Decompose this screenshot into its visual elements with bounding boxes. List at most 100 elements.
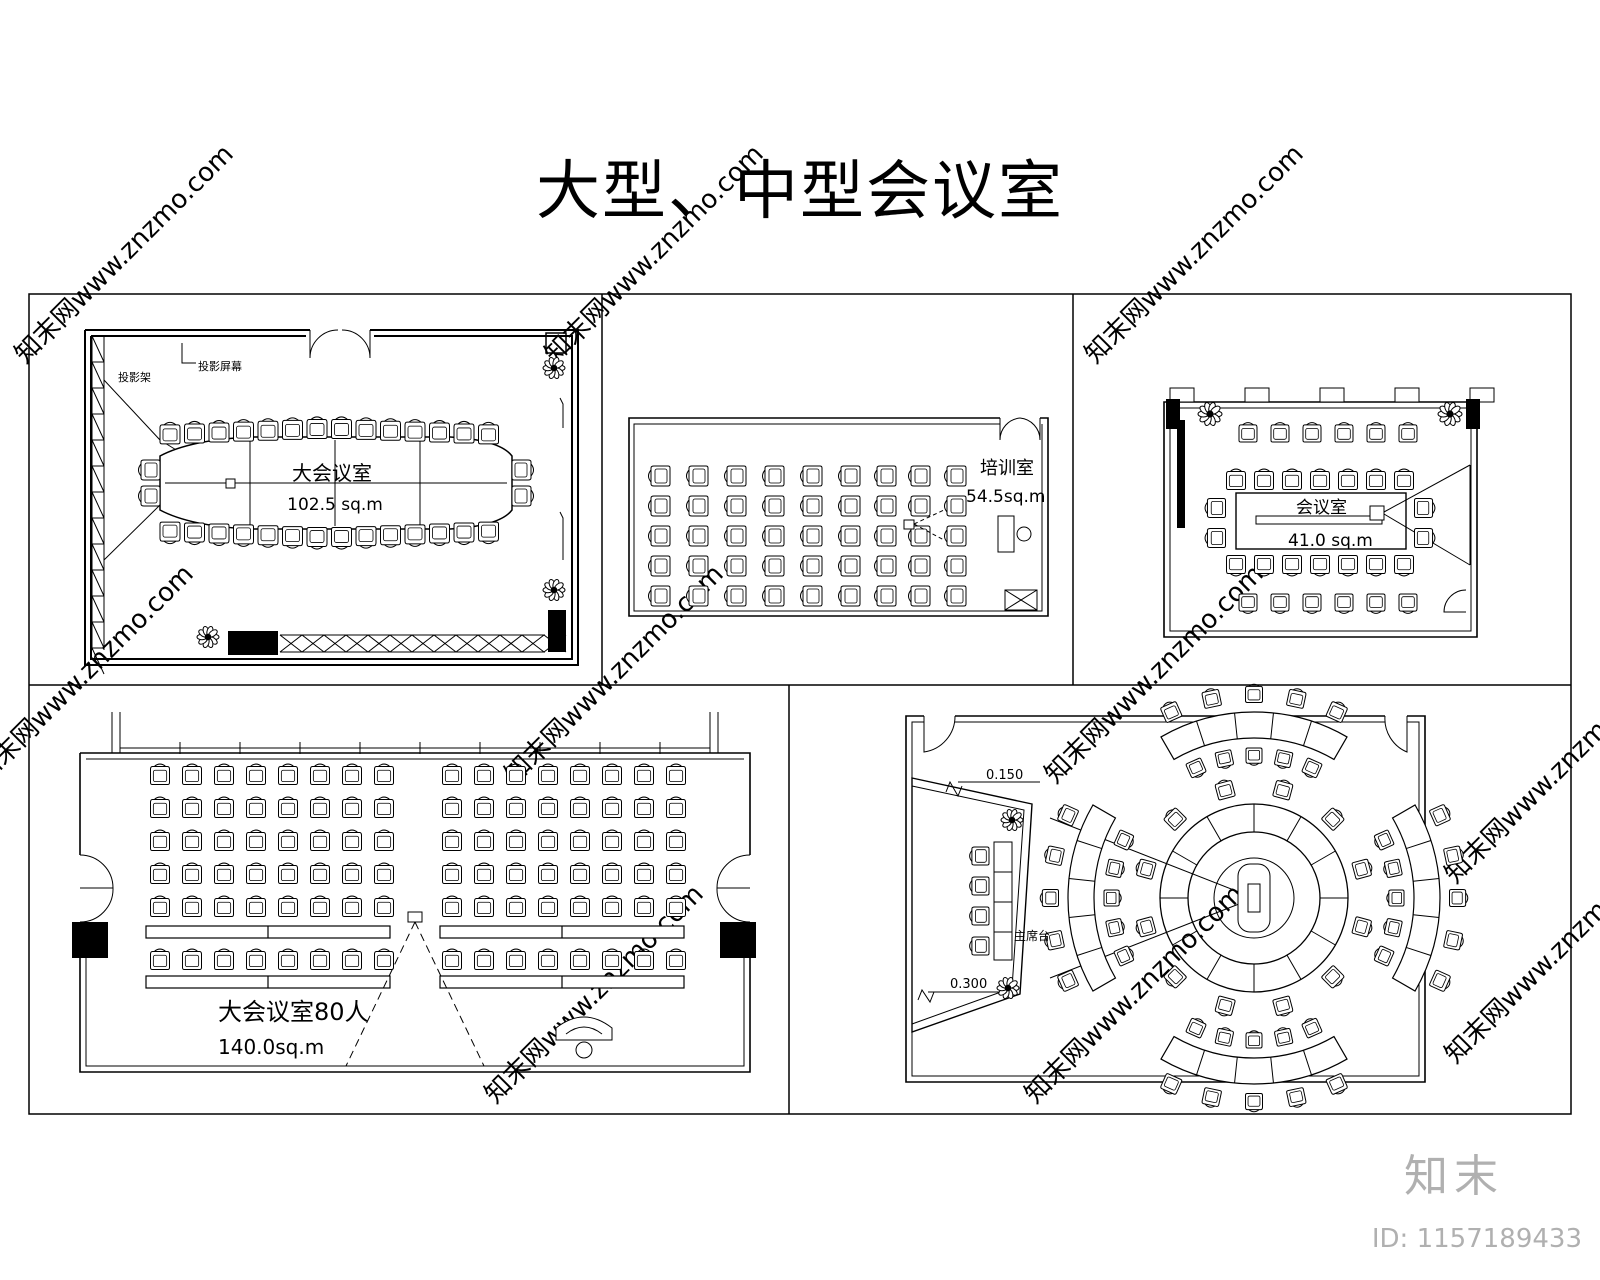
chair <box>1301 757 1323 779</box>
chair <box>762 555 785 577</box>
chair <box>150 895 170 917</box>
chair <box>969 876 990 896</box>
chair <box>666 796 686 818</box>
chair <box>1057 969 1079 992</box>
chair <box>342 796 362 818</box>
chair <box>478 421 499 445</box>
plant <box>1437 402 1463 426</box>
chair <box>208 523 230 546</box>
chair <box>1185 1017 1207 1039</box>
chair <box>182 796 202 818</box>
chair <box>1103 889 1122 907</box>
chair <box>246 829 266 851</box>
chair <box>374 948 394 970</box>
chair <box>538 895 558 917</box>
plant <box>542 356 566 380</box>
chair <box>634 796 654 818</box>
chair <box>182 895 202 917</box>
chair <box>374 796 394 818</box>
chair <box>570 895 590 917</box>
chair <box>214 829 234 851</box>
chair <box>1398 593 1418 614</box>
chair <box>944 525 967 547</box>
chair <box>538 796 558 818</box>
chair <box>442 829 462 851</box>
chair <box>474 948 494 970</box>
chair <box>800 585 823 607</box>
chair <box>182 829 202 851</box>
watermark-text: 知末网www.znzmo.com <box>0 559 200 790</box>
chair <box>602 948 622 970</box>
round-table-furniture <box>969 683 1469 1113</box>
chair <box>666 763 686 785</box>
chair <box>1301 1017 1323 1039</box>
chair <box>1351 916 1373 938</box>
level-marker-lower: 0.300 <box>950 977 987 992</box>
potted-plants <box>996 808 1024 1000</box>
chair <box>686 495 709 517</box>
chair <box>278 829 298 851</box>
chair <box>538 763 558 785</box>
chair <box>184 522 205 546</box>
plant <box>542 578 566 602</box>
chair <box>511 485 534 507</box>
level-marker-upper: 0.150 <box>986 768 1023 783</box>
chair <box>246 862 266 884</box>
chair <box>506 829 526 851</box>
auditorium-room-name: 大会议室80人 <box>218 998 369 1026</box>
chair <box>944 555 967 577</box>
chair <box>306 416 328 439</box>
meeting-room-name: 会议室 <box>1296 498 1347 518</box>
large-room-name: 大会议室 <box>292 461 372 485</box>
chair <box>182 862 202 884</box>
training-room-area: 54.5sq.m <box>966 487 1045 507</box>
chair <box>159 421 181 445</box>
chair <box>1135 916 1157 938</box>
chair <box>474 895 494 917</box>
chair <box>278 862 298 884</box>
chair <box>208 420 230 443</box>
chair <box>380 418 401 441</box>
chair <box>474 796 494 818</box>
chair <box>1201 1087 1222 1108</box>
chair <box>374 829 394 851</box>
chair <box>442 796 462 818</box>
chair <box>442 895 462 917</box>
chair <box>511 459 534 481</box>
chair <box>214 862 234 884</box>
chair <box>724 555 747 577</box>
chair <box>150 948 170 970</box>
page-title: 大型、中型会议室 <box>536 155 1064 229</box>
chair <box>1214 779 1236 801</box>
chair <box>442 862 462 884</box>
chair <box>1039 888 1060 908</box>
chair <box>1113 945 1135 967</box>
chair <box>666 829 686 851</box>
chair <box>404 419 426 442</box>
chair <box>1214 995 1236 1017</box>
chair <box>374 763 394 785</box>
training-room-name: 培训室 <box>980 458 1034 479</box>
plant <box>1197 402 1223 426</box>
chair <box>686 465 709 487</box>
chair <box>874 495 897 517</box>
chair <box>380 525 401 548</box>
chair <box>944 465 967 487</box>
chair <box>1185 757 1207 779</box>
chair <box>342 895 362 917</box>
chair <box>1160 701 1183 723</box>
chair <box>800 555 823 577</box>
chair <box>1163 807 1187 831</box>
chair <box>1270 422 1290 443</box>
chair <box>838 495 861 517</box>
chair <box>686 585 709 607</box>
chair <box>686 525 709 547</box>
chair <box>1334 593 1354 614</box>
training-chairs <box>648 465 967 607</box>
chair <box>1351 858 1373 880</box>
chair <box>1366 555 1386 577</box>
chair <box>648 525 671 547</box>
round-table-plan: 0.150 0.300 主席台 <box>905 683 1469 1113</box>
chair <box>1163 965 1187 989</box>
chair <box>1302 593 1322 614</box>
